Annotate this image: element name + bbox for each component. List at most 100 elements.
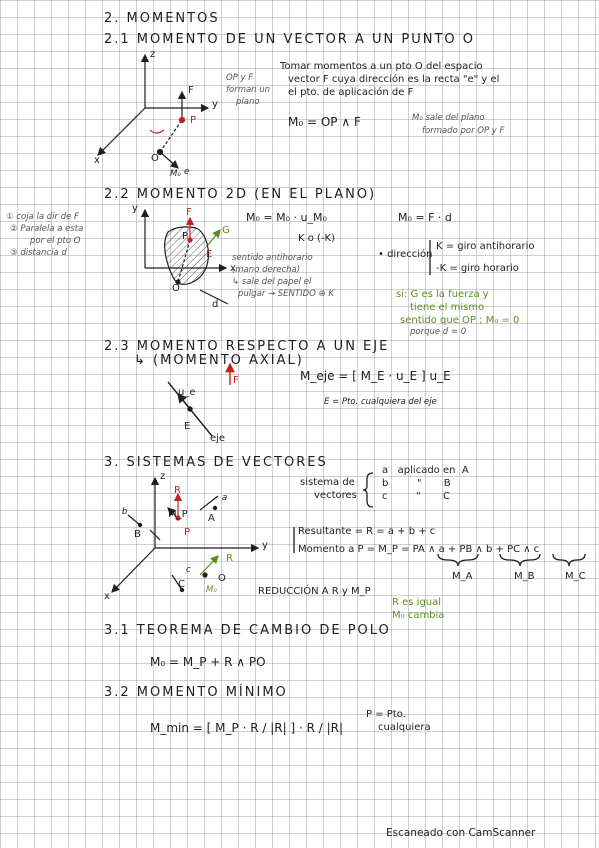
formula-momento-minimo: M_min = [ M_P · R / |R| ] · R / |R| [150,721,344,735]
heading-3: 3. SISTEMAS DE VECTORES [104,455,328,470]
m0-vector [159,151,179,169]
unit-vector [177,392,191,410]
formula-cambio-polo: M₀ = M_P + R ∧ PO [150,655,266,669]
label-2-2-f: F [186,207,192,218]
brace-label-mb: M_B [514,571,535,582]
note-op-f-1: OP y F [226,73,254,83]
brace-label-mc: M_C [565,571,586,582]
formula-2-2-k: K o (-K) [298,233,336,244]
text-2-1-line1: Tomar momentos a un pto O del espacio [280,61,483,72]
label-y: y [212,99,218,110]
camscanner-footer: Escaneado con CamScanner [386,827,536,839]
formula-2-2-a: M₀ = M₀ · u_M₀ [246,211,327,224]
heading-2-2: 2.2 MOMENTO 2D (EN EL PLANO) [104,187,377,202]
angle-arc [149,129,165,134]
green-note-3: sentido que OP ; M₀ = 0 [400,315,520,326]
green-note-2: tiene el mismo [410,302,485,313]
label-3-b: B [134,529,141,540]
formula-m0: M₀ = OP ∧ F [288,115,361,129]
label-3-r2: R [226,553,233,564]
resultante: Resultante = R = a + b + c [298,526,436,537]
system-brace [362,472,374,508]
under-note-4: pulgar → SENTIDO ⊕ K [238,289,334,299]
reduccion-green-1: R es igual [392,597,442,608]
label-f: F [188,85,194,96]
heading-2-1: 2.1 MOMENTO DE UN VECTOR A UN PUNTO O [104,32,475,47]
label-3-y: y [262,540,268,551]
direccion-1: K = giro antihorario [436,241,535,252]
system-item-c: c " C [382,491,450,502]
left-note-3: por el pto O [30,236,81,246]
heading-3-2: 3.2 MOMENTO MÍNIMO [104,685,288,700]
brace-mc [552,553,586,567]
system-item-b: b " B [382,478,451,489]
label-3-m0: M₀ [206,585,217,595]
point-p [178,116,186,124]
under-note-1: sentido antihorario [232,253,313,263]
label-3-bvec: b [122,507,128,517]
system-item-a: a aplicado en A [382,465,469,476]
heading-momentos: 2. MOMENTOS [104,11,220,26]
label-o: O [151,153,159,164]
label-2-2-g: G [222,225,230,236]
braces [293,240,586,567]
momento-p: Momento a P = M_P = PA ∧ a + PB ∧ b + PC… [298,544,540,555]
label-x: x [94,155,100,166]
label-2-2-p: P [182,231,189,242]
op-line [159,119,183,153]
diagram-2-2 [140,208,229,305]
label-3-o: O [218,573,226,584]
label-ue: u_e [178,387,196,398]
label-3-a: A [208,513,215,524]
brace-mb [499,553,541,567]
brace-label-ma: M_A [452,571,473,582]
diagram-2-1 [97,53,210,169]
reduccion: REDUCCIÓN A R y M_P [258,586,371,597]
left-note-4: ③ distancia d [10,248,67,258]
label-p: P [190,115,197,126]
x-axis [97,107,146,156]
reduccion-green-2: M₀ cambia [392,610,445,621]
side-note-2: formado por OP y F [422,126,505,136]
green-note-tail: porque d = 0 [410,327,467,337]
label-2-2-x: x [230,263,236,274]
label-3-r: R [174,485,181,496]
label-3-cvec: c [186,565,191,575]
label-3-x: x [104,591,110,602]
label-3-avec: a [222,493,228,503]
note-p-2: cualquiera [378,722,431,733]
brace-ma [437,553,479,567]
label-2-2-e: E [206,249,213,260]
side-note-1: M₀ sale del plano [412,113,485,123]
direccion-label: • dirección [378,249,433,260]
note-p-1: P = Pto. [366,709,406,720]
label-2-3-f: F [233,375,239,386]
green-note-1: si: G es la fuerza y [396,289,489,300]
formula-2-2-b: M₀ = F · d [398,211,452,224]
under-note-2: (mano derecha) [232,265,301,275]
under-note-3: ↳ sale del papel el [232,277,312,287]
note-op-f-3: plano [236,97,260,107]
direccion-2: -K = giro horario [436,263,519,274]
point-o [156,148,164,156]
label-e: e [184,167,190,177]
diagram-2-3 [167,362,235,437]
left-note-2: ② Paralela a esta [10,224,84,234]
label-2-2-o: O [172,283,180,294]
formula-eje: M_eje = [ M_E · u_E ] u_E [300,369,451,383]
note-eje: E = Pto. cualquiera del eje [324,397,437,407]
heading-2-3-b: ↳ (MOMENTO AXIAL) [134,353,304,368]
label-m0: M₀ [170,169,181,179]
heading-2-3: 2.3 MOMENTO RESPECTO A UN EJE [104,339,390,354]
label-2-2-d: d [212,299,219,310]
system-label-2: vectores [314,490,357,501]
label-3-mp: M_P [168,509,188,520]
label-3-p: P [184,527,191,538]
label-2-2-y: y [132,203,138,214]
label-eje: eje [210,433,226,444]
note-op-f-2: forman un [226,85,271,95]
label-e-point: E [184,421,191,432]
text-2-1-line2: vector F cuya dirección es la recta "e" … [288,74,500,85]
heading-3-1: 3.1 TEOREMA DE CAMBIO DE POLO [104,623,391,638]
